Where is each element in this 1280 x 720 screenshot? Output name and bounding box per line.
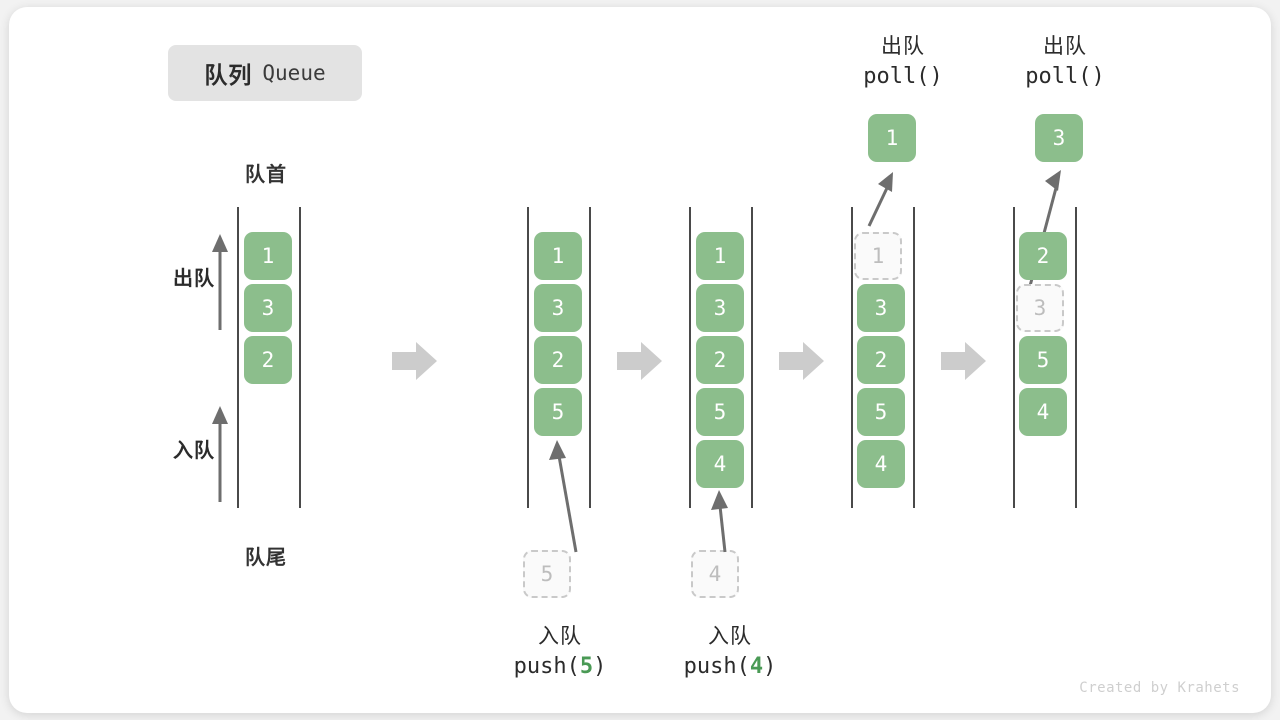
- dequeue-direction-label: 出队: [173, 268, 215, 290]
- operation-arg: 4: [749, 654, 764, 679]
- queue-cell: 3: [244, 284, 292, 332]
- queue-cell: 2: [244, 336, 292, 384]
- enqueue-motion-arrow-icon: [711, 490, 728, 553]
- operation-fn: poll: [1025, 64, 1079, 89]
- operation-name-cn: 入队: [538, 625, 582, 648]
- queue-cell: 4: [857, 440, 905, 488]
- operation-code: push(5): [460, 654, 660, 679]
- queue-rail-right: [913, 207, 915, 508]
- operation-paren-close: ): [763, 654, 777, 679]
- operation-caption-poll-3: 出队 poll(): [965, 30, 1165, 89]
- operation-code: poll(): [803, 64, 1003, 89]
- queue-cell: 3: [857, 284, 905, 332]
- queue-rail-right: [299, 207, 301, 508]
- incoming-ghost-cell: 5: [523, 550, 571, 598]
- queue-cell: 5: [857, 388, 905, 436]
- title-cn: 队列: [204, 62, 253, 88]
- operation-paren-open: (: [566, 654, 580, 679]
- operation-code: poll(): [965, 64, 1165, 89]
- title-badge: 队列 Queue: [168, 45, 362, 101]
- title-en: Queue: [262, 61, 326, 85]
- queue-tail-label: 队尾: [245, 547, 287, 569]
- operation-paren-close: ): [1091, 64, 1105, 89]
- transition-arrow-icon-1: [392, 342, 437, 380]
- popped-cell: 3: [1035, 114, 1083, 162]
- operation-name-cn: 入队: [708, 625, 752, 648]
- operation-fn: poll: [863, 64, 917, 89]
- popped-cell: 1: [868, 114, 916, 162]
- operation-paren-close: ): [593, 654, 607, 679]
- transition-arrow-icon-2: [617, 342, 662, 380]
- enqueue-direction-label: 入队: [173, 440, 215, 462]
- incoming-ghost-cell: 4: [691, 550, 739, 598]
- queue-cell: 5: [1019, 336, 1067, 384]
- operation-paren-open: (: [916, 64, 930, 89]
- queue-cell: 1: [696, 232, 744, 280]
- operation-code: push(4): [630, 654, 830, 679]
- operation-arg: 5: [579, 654, 594, 679]
- operation-name-cn: 出队: [1043, 35, 1087, 58]
- operation-name-cn: 出队: [881, 35, 925, 58]
- queue-cell: 2: [857, 336, 905, 384]
- ghost-cell: 3: [1016, 284, 1064, 332]
- enqueue-motion-arrow-icon: [549, 440, 578, 553]
- operation-caption-push-4: 入队 push(4): [630, 620, 830, 679]
- queue-cell: 2: [696, 336, 744, 384]
- queue-cell: 2: [534, 336, 582, 384]
- dequeue-motion-arrow-icon: [867, 172, 893, 227]
- queue-cell: 2: [1019, 232, 1067, 280]
- queue-rail-left: [851, 207, 853, 508]
- credit-text: Created by Krahets: [1079, 680, 1240, 696]
- queue-head-label: 队首: [245, 164, 287, 186]
- queue-rail-right: [589, 207, 591, 508]
- operation-paren-open: (: [1078, 64, 1092, 89]
- operation-paren-open: (: [736, 654, 750, 679]
- queue-rail-left: [237, 207, 239, 508]
- queue-cell: 5: [696, 388, 744, 436]
- dequeue-direction-arrow-icon: [212, 234, 228, 330]
- enqueue-direction-arrow-icon: [212, 406, 228, 502]
- queue-cell: 5: [534, 388, 582, 436]
- operation-caption-poll-1: 出队 poll(): [803, 30, 1003, 89]
- queue-rail-left: [689, 207, 691, 508]
- transition-arrow-icon-3: [779, 342, 824, 380]
- queue-cell: 3: [534, 284, 582, 332]
- queue-rail-right: [1075, 207, 1077, 508]
- operation-fn: push: [683, 654, 737, 679]
- queue-rail-right: [751, 207, 753, 508]
- transition-arrow-icon-4: [941, 342, 986, 380]
- queue-rail-left: [527, 207, 529, 508]
- operation-caption-push-5: 入队 push(5): [460, 620, 660, 679]
- operation-fn: push: [513, 654, 567, 679]
- operation-paren-close: ): [929, 64, 943, 89]
- queue-cell: 1: [534, 232, 582, 280]
- queue-rail-left: [1013, 207, 1015, 508]
- queue-cell: 1: [244, 232, 292, 280]
- queue-cell: 3: [696, 284, 744, 332]
- ghost-cell: 1: [854, 232, 902, 280]
- queue-cell: 4: [1019, 388, 1067, 436]
- queue-cell: 4: [696, 440, 744, 488]
